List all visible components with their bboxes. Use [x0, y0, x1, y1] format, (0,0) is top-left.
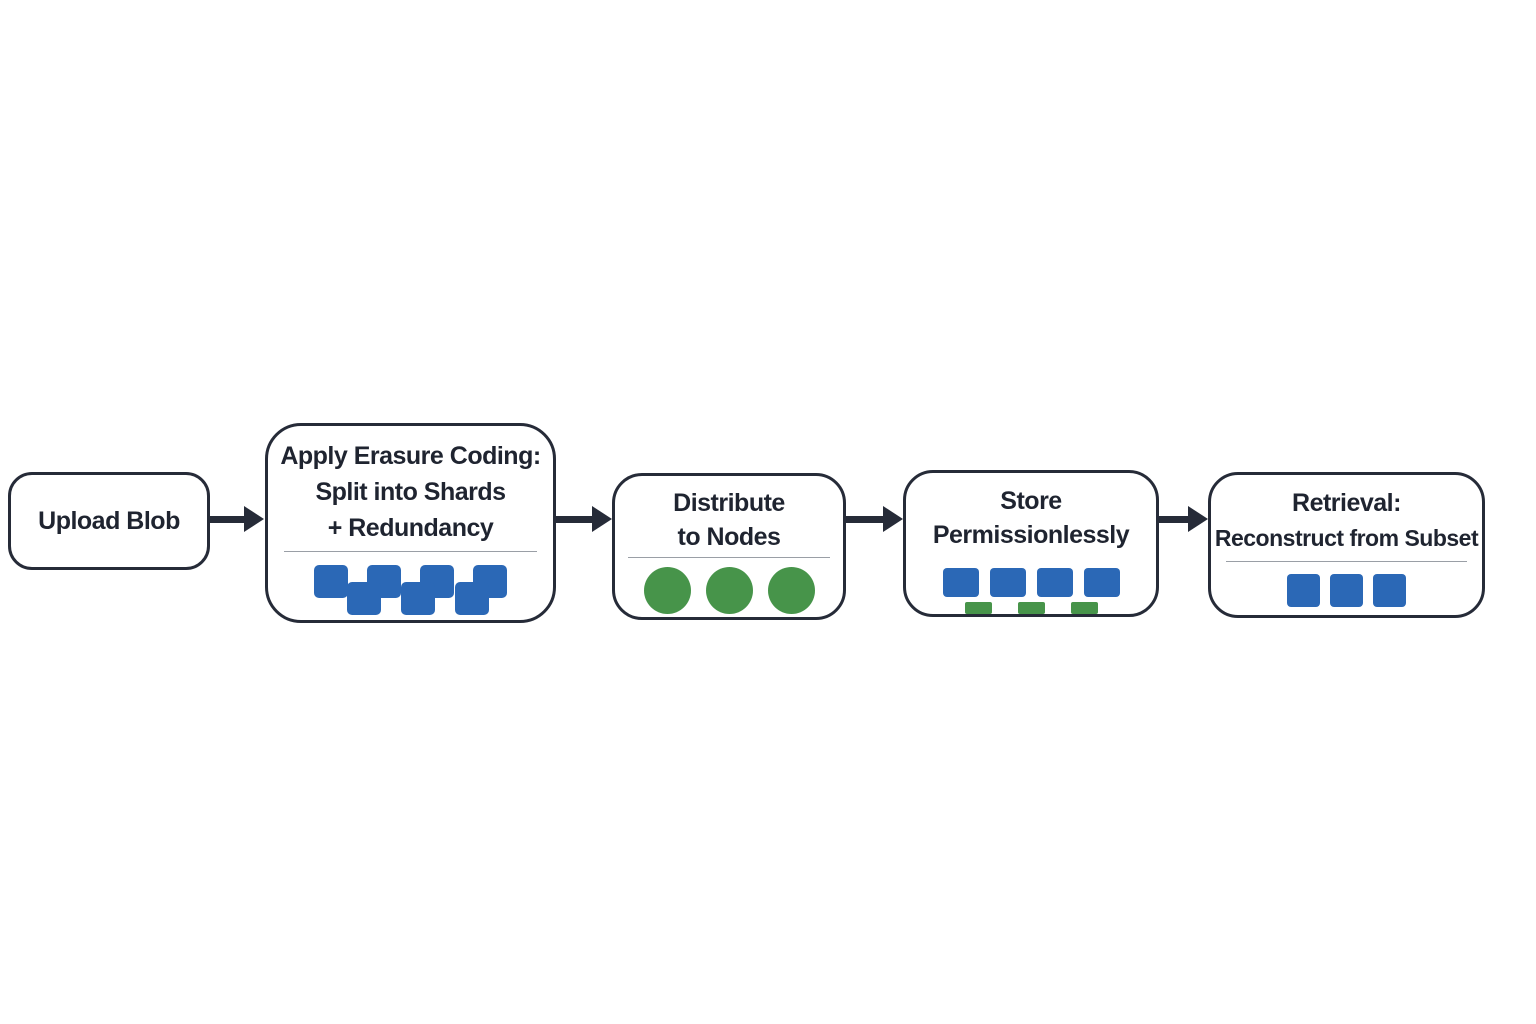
- arrow-head-icon: [244, 506, 264, 532]
- replica-bars-graphic: [964, 602, 1098, 614]
- arrow-head-icon: [592, 506, 612, 532]
- arrow-shaft: [1157, 515, 1188, 523]
- flow-arrow: [1157, 506, 1208, 532]
- stage-erasure-coding-label-line2: Split into Shards: [315, 478, 506, 506]
- divider: [1225, 561, 1468, 562]
- shard-row-bottom: [314, 565, 507, 615]
- stage-retrieval: Retrieval: Reconstruct from Subset: [1208, 472, 1485, 618]
- shard-square-icon: [347, 582, 381, 615]
- flow-arrow: [208, 506, 264, 532]
- divider: [283, 551, 538, 552]
- node-circle-icon: [767, 567, 815, 614]
- replica-bar-icon: [1070, 602, 1098, 614]
- node-circles-graphic: [643, 567, 815, 614]
- divider: [627, 557, 831, 558]
- node-circle-icon: [705, 567, 753, 614]
- subset-shards-graphic: [1287, 574, 1406, 607]
- shard-square-icon: [314, 565, 348, 598]
- replica-bar-icon: [964, 602, 992, 614]
- arrow-shaft: [208, 515, 244, 523]
- stored-shards-graphic: [942, 568, 1120, 597]
- stage-distribute-to-nodes: Distribute to Nodes: [612, 473, 846, 620]
- stage-store-label-line2: Permissionlessly: [932, 521, 1130, 549]
- flow-arrow: [844, 506, 903, 532]
- stage-retrieval-label-line1: Retrieval:: [1292, 489, 1401, 517]
- shard-zigzag-graphic: [314, 565, 507, 615]
- stage-retrieval-label-line2: Reconstruct from Subset: [1214, 525, 1479, 551]
- arrow-shaft: [844, 515, 883, 523]
- stage-upload-blob: Upload Blob: [8, 472, 210, 570]
- stage-erasure-coding: Apply Erasure Coding: Split into Shards …: [265, 423, 556, 623]
- node-circle-icon: [643, 567, 691, 614]
- shard-square-icon: [942, 568, 979, 597]
- replica-bar-icon: [1017, 602, 1045, 614]
- stage-store-label-line1: Store: [1000, 487, 1062, 515]
- shard-square-icon: [1083, 568, 1120, 597]
- stage-distribute-label-line2: to Nodes: [677, 523, 781, 551]
- shard-square-icon: [1330, 574, 1363, 607]
- shard-square-icon: [989, 568, 1026, 597]
- shard-square-icon: [1036, 568, 1073, 597]
- stage-distribute-label-line1: Distribute: [673, 489, 785, 517]
- stage-erasure-coding-label-line3: + Redundancy: [327, 514, 494, 542]
- arrow-shaft: [554, 515, 592, 523]
- stage-store-permissionlessly: Store Permissionlessly: [903, 470, 1159, 617]
- shard-square-icon: [455, 582, 489, 615]
- stage-upload-blob-label: Upload Blob: [38, 507, 180, 535]
- shard-square-icon: [1373, 574, 1406, 607]
- arrow-head-icon: [1188, 506, 1208, 532]
- arrow-head-icon: [883, 506, 903, 532]
- shard-square-icon: [1287, 574, 1320, 607]
- shard-square-icon: [401, 582, 435, 615]
- stage-erasure-coding-label-line1: Apply Erasure Coding:: [280, 442, 541, 470]
- flow-arrow: [554, 506, 612, 532]
